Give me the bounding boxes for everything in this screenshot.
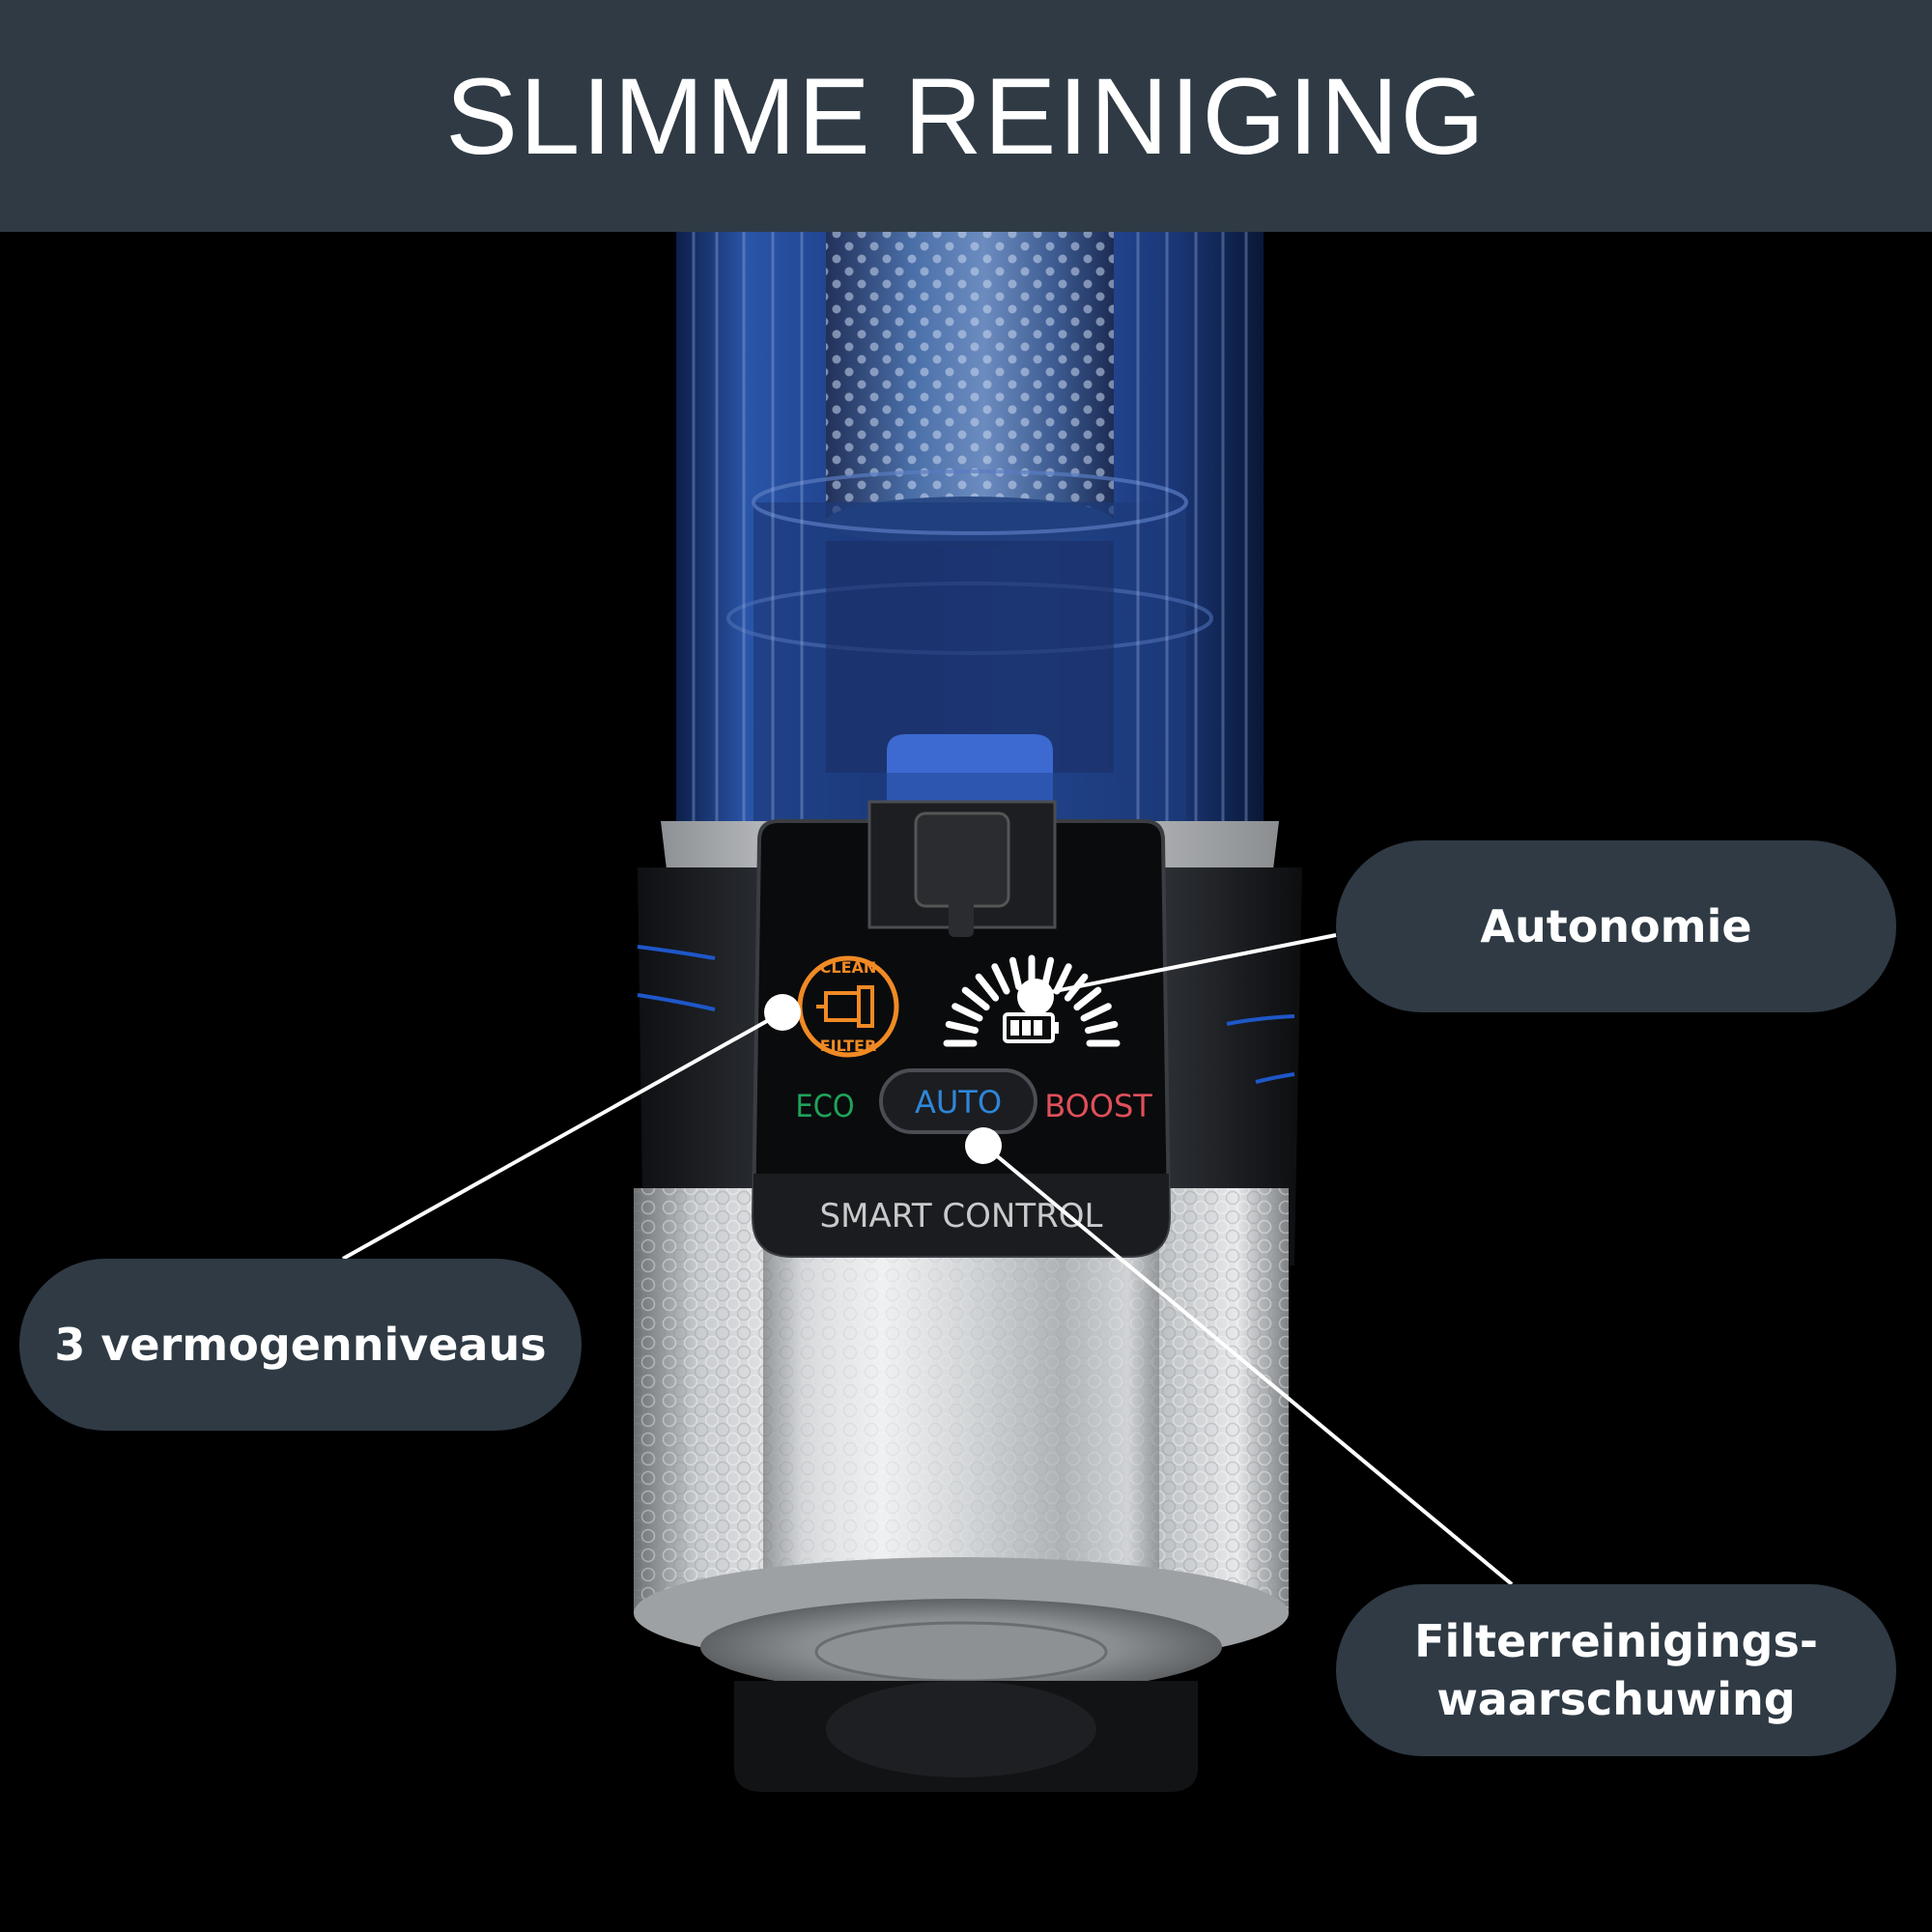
gauge-segment xyxy=(1084,1020,1119,1035)
leader-lines xyxy=(342,933,1514,1586)
mode-eco-label: ECO xyxy=(796,1088,855,1124)
leader-dot-autonomie xyxy=(1017,979,1054,1015)
leader-dot-clean-filter xyxy=(764,994,801,1031)
callout-filter-warning-line1: Filterreinigings- xyxy=(1414,1615,1818,1667)
callout-filter-warning-line2: waarschuwing xyxy=(1436,1673,1796,1725)
callout-autonomie-text: Autonomie xyxy=(1480,900,1752,952)
gauge-segment xyxy=(1053,963,1072,995)
gauge-segment xyxy=(975,973,1000,1002)
callout-autonomie: Autonomie xyxy=(1336,840,1896,1012)
page-header: SLIMME REINIGING xyxy=(0,0,1932,232)
gauge-segment xyxy=(961,986,990,1011)
battery-gauge-icon xyxy=(943,954,1121,1047)
mode-auto-button[interactable]: AUTO xyxy=(879,1068,1037,1134)
dust-canister xyxy=(676,232,1264,831)
gauge-segment xyxy=(991,963,1010,995)
gauge-segment xyxy=(952,1003,983,1022)
callout-power-levels: 3 vermogenniveaus xyxy=(19,1259,582,1431)
mode-auto-label: AUTO xyxy=(915,1084,1002,1121)
clean-filter-top-label: CLEAN xyxy=(820,958,877,977)
gauge-segment xyxy=(1009,956,1023,991)
clean-filter-bottom-label: FILTER xyxy=(820,1037,877,1055)
motor-housing xyxy=(634,1188,1289,1792)
gauge-segment xyxy=(945,1020,980,1035)
callout-power-levels-text: 3 vermogenniveaus xyxy=(54,1319,547,1371)
gauge-segment xyxy=(1080,1003,1112,1022)
gauge-segment xyxy=(1073,986,1102,1011)
battery-icon xyxy=(1003,1012,1059,1043)
smart-control-label: SMART CONTROL xyxy=(820,1197,1103,1236)
page-title: SLIMME REINIGING xyxy=(445,55,1487,177)
mode-boost-label: BOOST xyxy=(1044,1088,1152,1124)
smart-control-panel xyxy=(751,800,1172,1258)
callout-filter-warning: Filterreinigings- waarschuwing xyxy=(1336,1584,1896,1756)
leader-dot-auto xyxy=(965,1127,1002,1164)
